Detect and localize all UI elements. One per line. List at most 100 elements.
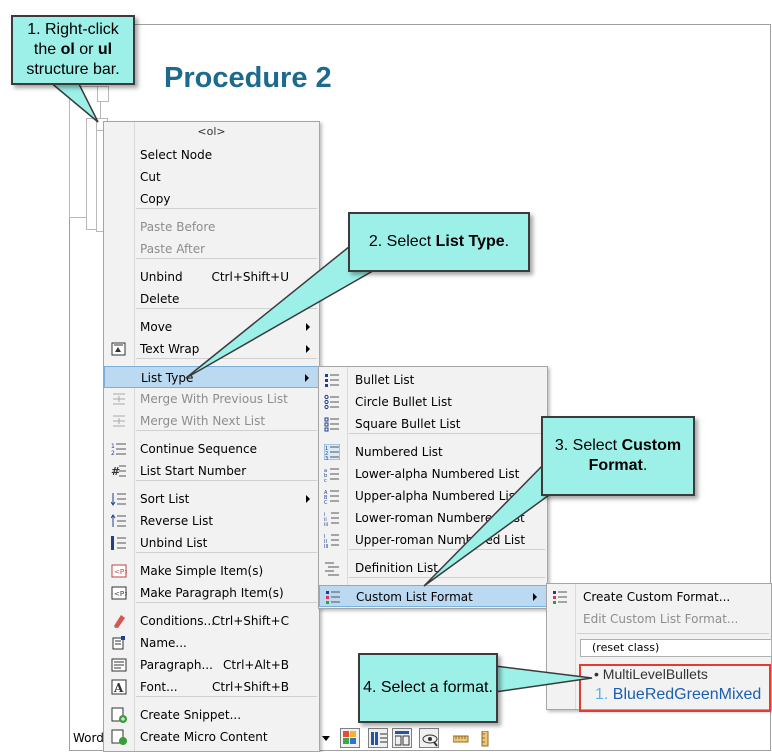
definition-list-icon — [325, 562, 339, 576]
menu-item-list-start-number[interactable]: #List Start Number — [104, 460, 319, 482]
list-type-item-square-bullet-list[interactable]: Square Bullet List — [319, 413, 547, 435]
list-type-item-circle-bullet-list[interactable]: Circle Bullet List — [319, 391, 547, 413]
custom-format-item-edit-custom-list-format[interactable]: Edit Custom List Format... — [547, 608, 771, 630]
menu-item-label: Name... — [140, 636, 187, 650]
numbered-list-icon: 123 — [324, 444, 340, 460]
submenu-arrow-icon — [306, 495, 310, 503]
chevron-down-icon[interactable] — [322, 736, 330, 741]
menu-item-shortcut: Ctrl+Shift+U — [211, 270, 289, 284]
show-tags-button[interactable] — [419, 728, 439, 748]
list-type-item-bullet-list[interactable]: Bullet List — [319, 369, 547, 391]
menu-item-label: Delete — [140, 292, 180, 306]
menu-item-conditions[interactable]: Conditions...Ctrl+Shift+C — [104, 610, 319, 632]
menu-item-create-micro-content[interactable]: Create Micro Content — [104, 726, 319, 748]
make-simple-item-icon: <P> — [111, 564, 127, 578]
svg-text:III: III — [324, 544, 328, 548]
menu-item-unbind-list[interactable]: Unbind List — [104, 532, 319, 554]
menu-item-label: Conditions... — [140, 614, 215, 628]
bullet-list-icon — [325, 374, 339, 387]
menu-item-label: List Type — [141, 371, 194, 385]
format-option-blueredgreenmixed[interactable]: 1. BlueRedGreenMixed — [595, 686, 761, 704]
svg-text:i: i — [324, 512, 325, 518]
lower-alpha-list-icon: abc — [324, 468, 339, 482]
ruler-button[interactable] — [450, 728, 470, 748]
menu-item-paste-before[interactable]: Paste Before — [104, 216, 319, 238]
menu-item-merge-with-next-list[interactable]: Merge With Next List — [104, 410, 319, 432]
submenu-arrow-icon — [306, 345, 310, 353]
menu-item-name[interactable]: Name... — [104, 632, 319, 654]
menu-item-make-paragraph-item-s[interactable]: <P> Make Paragraph Item(s) — [104, 582, 319, 604]
menu-item-reverse-list[interactable]: Reverse List — [104, 510, 319, 532]
submenu-arrow-icon — [306, 323, 310, 331]
menu-item-label: Text Wrap — [140, 342, 200, 356]
column-bars-button[interactable] — [392, 728, 412, 748]
menu-item-list-type[interactable]: List Type — [104, 366, 319, 388]
structure-bar-p[interactable] — [97, 86, 109, 102]
paragraph-icon — [111, 658, 127, 672]
list-type-item-definition-list[interactable]: Definition List — [319, 557, 547, 579]
callout-step-4: 4. Select a format. — [358, 653, 498, 723]
show-tags-icon — [422, 734, 438, 747]
format-option-multilevelbullets[interactable]: • MultiLevelBullets — [594, 666, 708, 682]
menu-item-label: Paragraph... — [140, 658, 213, 672]
reset-class-option[interactable]: (reset class) — [580, 639, 772, 657]
menu-item-shortcut: Ctrl+Shift+B — [212, 680, 289, 694]
menu-item-text-wrap[interactable]: Text Wrap — [104, 338, 319, 360]
custom-format-item-create-custom-format[interactable]: Create Custom Format... — [547, 586, 771, 608]
menu-item-label: Make Paragraph Item(s) — [140, 586, 284, 600]
svg-text:1: 1 — [111, 443, 115, 450]
make-paragraph-item-icon: <P> — [111, 586, 127, 600]
structure-bars-button[interactable] — [368, 728, 388, 748]
create-custom-format-icon — [553, 591, 567, 604]
menu-separator — [136, 208, 317, 209]
merge-next-icon — [113, 415, 125, 427]
unbind-list-icon — [111, 536, 126, 550]
text-wrap-icon — [111, 342, 126, 356]
svg-text:I: I — [324, 534, 325, 540]
menu-item-cut[interactable]: Cut — [104, 166, 319, 188]
svg-text:2: 2 — [325, 451, 328, 457]
menu-item-create-snippet[interactable]: Create Snippet... — [104, 704, 319, 726]
menu-item-merge-with-previous-list[interactable]: Merge With Previous List — [104, 388, 319, 410]
menu-separator — [136, 430, 317, 431]
menu-item-copy[interactable]: Copy — [104, 188, 319, 210]
menu-item-delete[interactable]: Delete — [104, 288, 319, 310]
continue-sequence-icon: 12 — [111, 443, 126, 457]
menu-item-select-node[interactable]: Select Node — [104, 144, 319, 166]
menu-item-shortcut: Ctrl+Shift+C — [211, 614, 289, 628]
menu-item-make-simple-item-s[interactable]: <P>Make Simple Item(s) — [104, 560, 319, 582]
column-bars-icon — [395, 731, 410, 746]
format-label: MultiLevelBullets — [602, 666, 708, 682]
circle-bullet-list-icon — [324, 394, 339, 410]
custom-list-format-icon — [326, 591, 340, 604]
sort-list-icon — [111, 493, 126, 506]
menu-item-paragraph[interactable]: Paragraph...Ctrl+Alt+B — [104, 654, 319, 676]
list-type-item-custom-list-format[interactable]: Custom List Format — [319, 585, 547, 607]
vertical-ruler-button[interactable] — [474, 728, 494, 748]
menu-item-label: Merge With Next List — [140, 414, 266, 428]
svg-text:C: C — [324, 500, 328, 504]
svg-text:<P>: <P> — [114, 568, 127, 576]
menu-item-paste-after[interactable]: Paste After — [104, 238, 319, 260]
menu-item-move[interactable]: Move — [104, 316, 319, 338]
menu-item-label: Copy — [140, 192, 171, 206]
table-style-button[interactable] — [340, 728, 360, 748]
status-words: Words — [73, 731, 111, 745]
merge-previous-icon — [113, 393, 125, 405]
menu-item-sort-list[interactable]: Sort List — [104, 488, 319, 510]
menu-item-label: Paste After — [140, 242, 206, 256]
menu-item-label: Move — [140, 320, 173, 334]
create-micro-content-icon — [111, 729, 127, 745]
